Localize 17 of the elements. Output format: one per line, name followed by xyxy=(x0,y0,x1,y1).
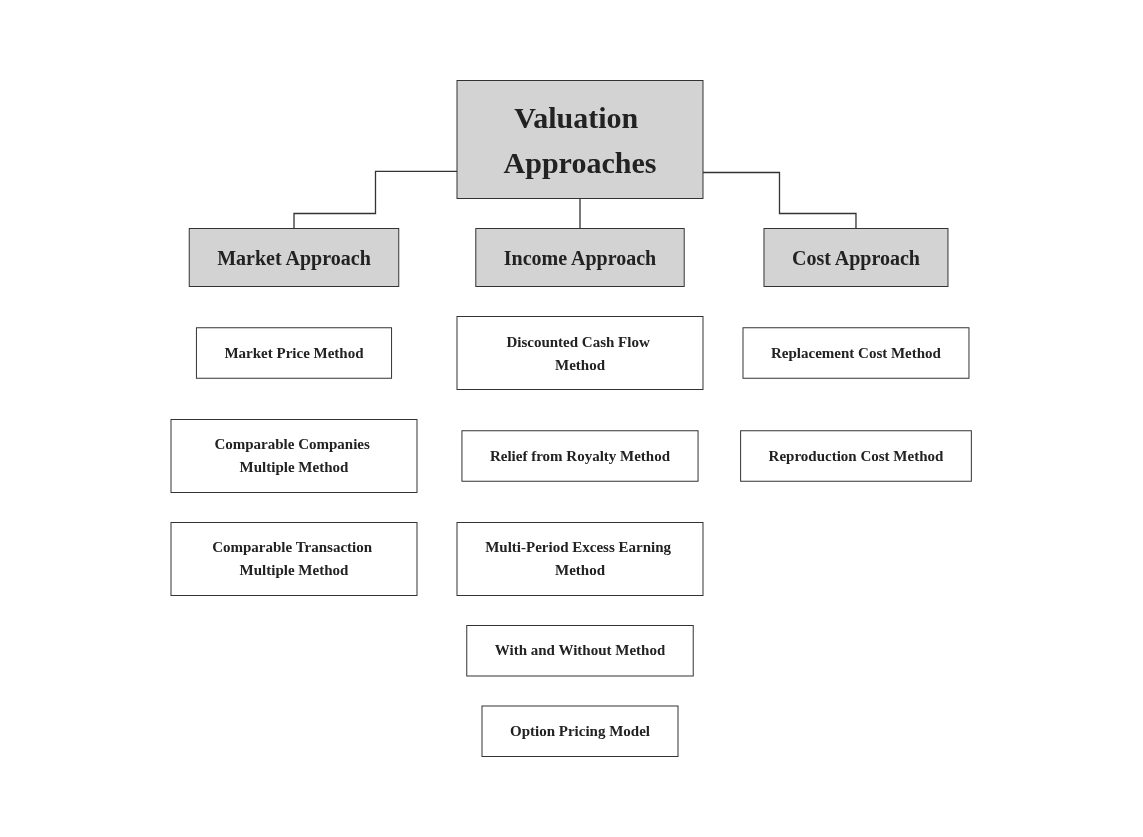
connector xyxy=(702,171,857,230)
node-box: Discounted Cash Flow Method xyxy=(456,316,704,390)
node-box: Valuation Approaches xyxy=(456,80,704,199)
node-box: Relief from Royalty Method xyxy=(461,430,699,482)
node-box: Multi-Period Excess Earning Method xyxy=(456,522,704,596)
node-box: Option Pricing Model xyxy=(481,705,679,757)
node-box: Market Price Method xyxy=(196,327,393,379)
node-box: Income Approach xyxy=(475,228,686,287)
node-box: Reproduction Cost Method xyxy=(740,430,973,482)
connector xyxy=(293,170,458,230)
node-box: Cost Approach xyxy=(763,228,949,287)
node-box: Comparable Companies Multiple Method xyxy=(170,419,418,493)
node-box: Market Approach xyxy=(189,228,400,287)
connector xyxy=(579,197,581,230)
node-box: Replacement Cost Method xyxy=(742,327,970,379)
node-box: Comparable Transaction Multiple Method xyxy=(170,522,418,596)
node-box: With and Without Method xyxy=(466,625,695,677)
